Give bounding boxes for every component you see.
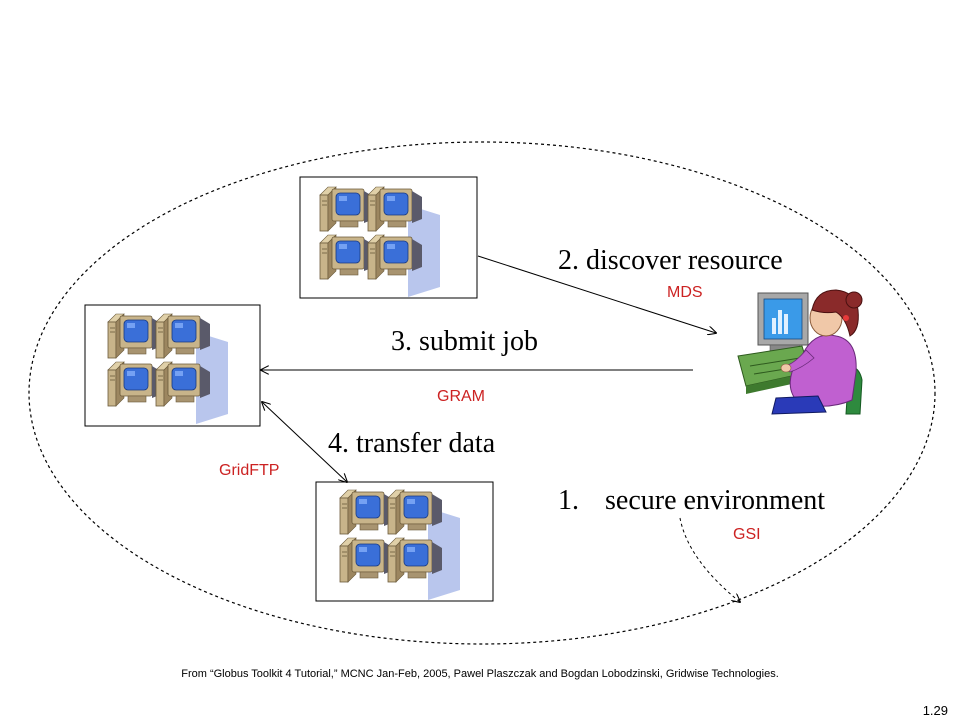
user-workstation-icon <box>737 289 863 415</box>
citation-footer: From “Globus Toolkit 4 Tutorial,” MCNC J… <box>181 668 779 680</box>
page-number: 1.29 <box>922 703 948 718</box>
step-transfer-label: 4. transfer data <box>328 428 496 459</box>
discover-arrow <box>477 255 716 333</box>
secure-environment-boundary <box>28 141 936 645</box>
service-mds-label: MDS <box>667 284 703 301</box>
service-gridftp-label: GridFTP <box>219 462 279 479</box>
secure-arrow <box>679 517 740 602</box>
step-submit-label: 3. submit job <box>391 326 538 357</box>
step-discover-label: 2. discover resource <box>558 245 783 276</box>
resource-cluster-bottom <box>315 481 494 602</box>
step-secure-label: secure environment <box>605 485 825 516</box>
transfer-arrow <box>262 402 347 482</box>
step-secure-number: 1. <box>558 485 579 516</box>
resource-cluster-top <box>299 176 478 299</box>
resource-cluster-left <box>84 304 261 427</box>
service-gsi-label: GSI <box>733 526 761 543</box>
service-gram-label: GRAM <box>437 388 485 405</box>
